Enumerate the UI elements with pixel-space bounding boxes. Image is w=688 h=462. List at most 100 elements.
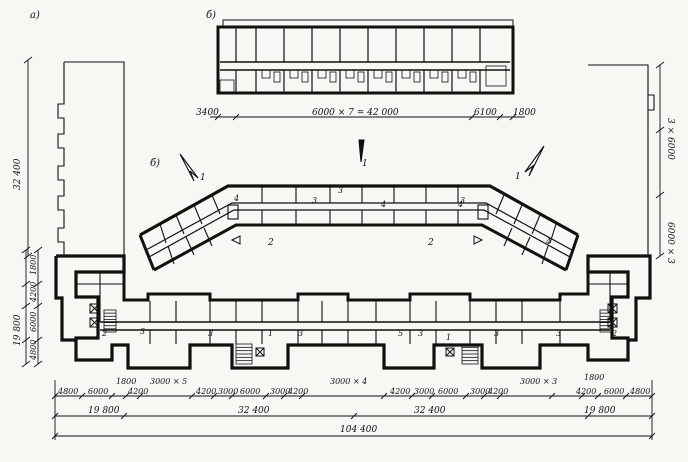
room-mark: 4 [545, 237, 551, 246]
dim-tick [622, 392, 630, 400]
section-mark-left: 2 [267, 238, 274, 248]
top-dim-3400: 3400 [196, 108, 219, 118]
lift-shaft [89, 317, 100, 328]
dim-tick [298, 392, 306, 400]
room-mark: 1 [446, 333, 451, 342]
partition-wall [185, 236, 195, 256]
dim-tick [496, 113, 504, 121]
dim-tick [21, 336, 31, 344]
dim-tick [108, 392, 116, 400]
arrow-right [524, 145, 545, 177]
room-mark: 3 [298, 329, 303, 338]
dim-right-upper: 3 × 6000 [665, 118, 675, 160]
room-mark: 2 [101, 329, 107, 338]
room-mark: 5 [398, 329, 403, 338]
dim-tick [548, 392, 556, 400]
partition-wall [521, 236, 531, 256]
top-plan-partitions [235, 28, 481, 92]
stair [227, 204, 239, 220]
sanitary-fixture [441, 71, 449, 83]
dim-right-lower: 6000 × 3 [665, 222, 675, 264]
lift-cross [89, 303, 100, 314]
dim-tick [214, 113, 222, 121]
stair-flight [599, 309, 613, 333]
label-plan-b-top: б) [206, 10, 216, 21]
bottom-dim-label: 4200 [287, 387, 308, 396]
dim-tick [280, 392, 288, 400]
dim-tick [655, 191, 665, 199]
bottom-dim-label: 4200 [195, 387, 216, 396]
bottom-dim-label: 4800 [57, 387, 78, 396]
main-block-outline-left [54, 256, 76, 342]
partition-wall [513, 204, 523, 225]
bottom-dim-label: 6000 [438, 387, 458, 396]
middle-plan [138, 184, 580, 272]
dim-tick [78, 392, 86, 400]
main-plan-lifts [89, 303, 618, 357]
dim-tick [33, 336, 43, 344]
sanitary-fixture [345, 69, 355, 79]
dim-tick [408, 392, 416, 400]
partition-wall [211, 194, 221, 215]
partition-wall [167, 245, 175, 265]
middle-plan-end-wall-left [138, 234, 156, 271]
sanitary-fixture [329, 71, 337, 83]
room-mark: 4 [457, 200, 463, 209]
dim-1800-left: 1800 [29, 255, 38, 275]
arrow-mark-right: 1 [515, 172, 521, 182]
left-vertical-dims [21, 56, 43, 368]
dim-tick [33, 360, 43, 368]
sanitary-fixture [385, 71, 393, 83]
bottom-dim-label: 3000 × 4 [330, 377, 367, 386]
sanitary-fixture [429, 69, 439, 79]
bottom-dim-32400-left: 32 400 [238, 406, 270, 416]
middle-plan-corridor [148, 209, 571, 258]
bottom-dim-label: 3000 [414, 387, 434, 396]
dim-tick [462, 392, 470, 400]
dim-4200-left: 4200 [29, 282, 38, 303]
bottom-dim-label: 4200 [127, 387, 148, 396]
dim-tick [188, 392, 196, 400]
middle-plan-corridor [145, 202, 573, 251]
dim-tick [594, 392, 602, 400]
bottom-dim-label: 4200 [487, 387, 508, 396]
orientation-arrows [179, 139, 545, 182]
bottom-dim-label: 6000 [604, 387, 624, 396]
label-plan-a: а) [30, 10, 40, 21]
label-plan-b-mid: б) [150, 158, 160, 169]
dim-tick [228, 392, 236, 400]
sanitary-fixture [289, 69, 299, 79]
bottom-dim-19800-left: 19 800 [88, 406, 120, 416]
bottom-dim-label: 1800 [584, 373, 604, 382]
lift-cross [607, 303, 618, 314]
top-plan [210, 19, 525, 121]
sanitary-fixture [261, 69, 271, 79]
room-mark: 1 [268, 329, 273, 338]
sanitary-fixture [373, 69, 383, 79]
lift-shaft [89, 303, 100, 314]
partition-wall [193, 204, 203, 225]
room-mark: 3 [338, 186, 343, 195]
top-plan-details [219, 65, 507, 93]
top-dim-main: 6000 × 7 = 42 000 [312, 108, 399, 118]
bottom-dims [51, 380, 656, 440]
section-marker-right [473, 235, 484, 245]
dim-tick [496, 392, 504, 400]
right-wing-notches [648, 94, 655, 111]
dim-tick [33, 280, 43, 288]
dim-tick [655, 126, 665, 134]
room-mark: 4 [233, 194, 239, 203]
dim-19800-left: 19 800 [13, 314, 23, 346]
lift-shaft [255, 347, 265, 357]
main-plan [54, 61, 655, 370]
sanitary-fixture [301, 71, 309, 83]
stair [477, 204, 489, 220]
top-plan-outline [216, 25, 515, 95]
sanitary-fixture [413, 71, 421, 83]
room-mark: 3 [494, 329, 499, 338]
main-block-north-wall [122, 272, 590, 302]
middle-plan-partitions [159, 187, 557, 265]
bottom-dim-label: 3000 × 5 [150, 377, 187, 386]
dim-tick [21, 302, 31, 310]
